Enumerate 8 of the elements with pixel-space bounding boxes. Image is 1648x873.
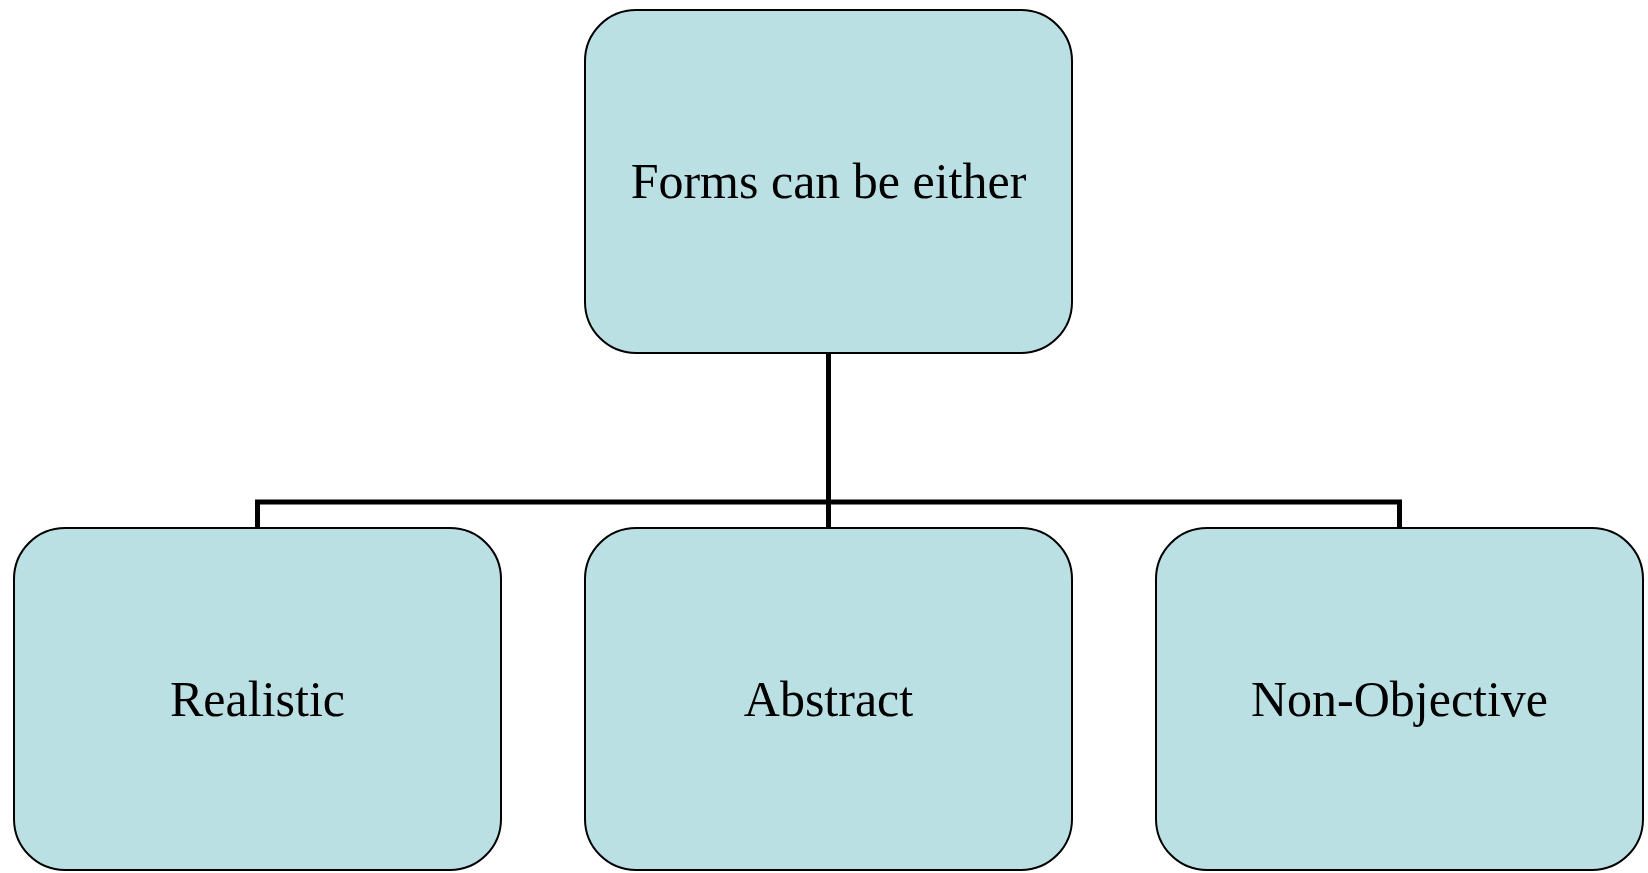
rounded-box [584,527,1073,871]
rounded-box [1155,527,1644,871]
box-label: Realistic [169,669,346,729]
rounded-box [584,9,1073,354]
box-label: Non-Objective [1249,669,1550,729]
rounded-box [13,527,502,871]
box-label: Forms can be either [629,152,1028,212]
box-label: Abstract [742,669,915,729]
